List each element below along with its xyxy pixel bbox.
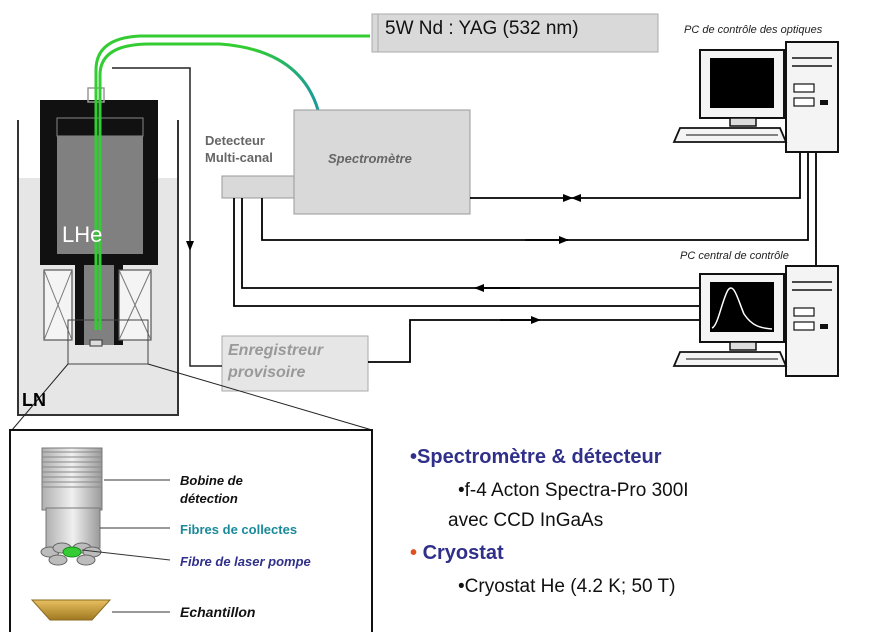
zoom-lines: [11, 363, 373, 431]
summary-line-acton: •f-4 Acton Spectra-Pro 300I: [458, 480, 689, 501]
pc-optics-computer: [672, 41, 839, 153]
magnet-coil-right: [118, 269, 152, 341]
lhe-label: LHe: [62, 222, 103, 247]
detector-box: [221, 175, 295, 199]
collect-fibers-label: Fibres de collectes: [180, 522, 298, 537]
inset-pointer-lines: [81, 479, 171, 613]
summary-heading-cryostat: • Cryostat: [410, 542, 504, 564]
pc-central-computer: [672, 265, 839, 377]
spectrum-curve: [711, 287, 773, 330]
spectrometer-box: [293, 109, 471, 215]
ln-label: LN: [22, 390, 46, 410]
pc-optics-label: PC de contrôle des optiques: [684, 24, 823, 36]
coil-cylinder-icon: [40, 447, 103, 566]
summary-line-cryostat: •Cryostat He (4.2 K; 50 T): [458, 576, 676, 597]
sample-icon: [30, 599, 112, 621]
magnet-coil-left: [43, 269, 73, 341]
signal-line-recorder: [112, 67, 194, 251]
sample-label: Echantillon: [180, 604, 256, 620]
summary-heading-spectrometer: •Spectromètre & détecteur: [410, 446, 662, 468]
laser-label: 5W Nd : YAG (532 nm): [385, 18, 579, 39]
spectrometer-label: Spectromètre: [328, 151, 412, 166]
collection-fiber: [98, 42, 320, 330]
summary-line-ccd: avec CCD InGaAs: [448, 510, 604, 531]
connection-lines: [233, 146, 817, 363]
pc-central-label: PC central de contrôle: [680, 250, 789, 262]
recorder-label: Enregistreur provisoire: [228, 342, 324, 381]
coil-label: Bobine de détection: [180, 473, 243, 506]
detector-label: Detecteur Multi-canal: [205, 133, 273, 165]
sample-marker: [89, 339, 103, 347]
recorder-box: [221, 335, 369, 392]
pump-fiber-label: Fibre de laser pompe: [180, 554, 311, 569]
laser-fiber: [94, 34, 370, 330]
laser-box: [371, 13, 659, 53]
detection-region: [67, 319, 149, 365]
